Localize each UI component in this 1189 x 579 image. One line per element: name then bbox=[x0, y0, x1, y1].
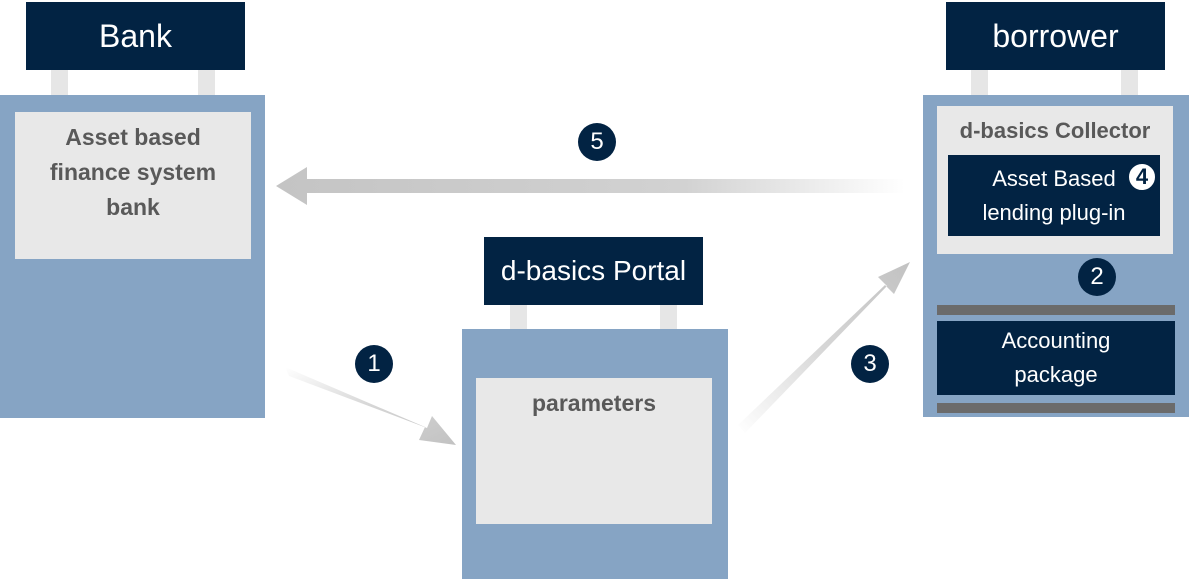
accounting-label: Accounting package bbox=[1001, 328, 1111, 387]
portal-connector-left bbox=[510, 305, 527, 330]
portal-title-box: d-basics Portal bbox=[484, 237, 703, 305]
bank-title: Bank bbox=[99, 17, 172, 54]
bank-system-label: Asset based finance system bank bbox=[49, 124, 217, 220]
step-3-badge: 3 bbox=[851, 345, 889, 383]
step-2-badge: 2 bbox=[1078, 258, 1116, 296]
plugin-label: Asset Based lending plug-in bbox=[982, 165, 1126, 225]
parameters-box: parameters bbox=[476, 378, 712, 524]
plugin-box: Asset Based lending plug-in bbox=[948, 155, 1160, 236]
step-4-number: 4 bbox=[1135, 164, 1149, 189]
parameters-label: parameters bbox=[531, 390, 657, 416]
portal-title: d-basics Portal bbox=[500, 255, 687, 286]
accounting-box: Accounting package bbox=[937, 321, 1175, 395]
borrower-title: borrower bbox=[992, 17, 1119, 54]
bank-system-box: Asset based finance system bank bbox=[15, 112, 251, 259]
borrower-connector-right bbox=[1121, 70, 1138, 95]
bank-title-box: Bank bbox=[26, 2, 245, 70]
step-5-badge: 5 bbox=[578, 123, 616, 161]
step-4-badge: 4 bbox=[1126, 161, 1158, 193]
arrow-step-1 bbox=[285, 367, 456, 445]
bank-connector-right bbox=[198, 70, 215, 95]
borrower-connector-left bbox=[971, 70, 988, 95]
accounting-bar-bottom bbox=[937, 403, 1175, 413]
arrow-step-3 bbox=[738, 262, 910, 433]
arrow-step-5 bbox=[276, 167, 905, 205]
step-5-number: 5 bbox=[590, 128, 604, 155]
step-2-number: 2 bbox=[1090, 263, 1104, 290]
portal-connector-right bbox=[660, 305, 677, 330]
borrower-title-box: borrower bbox=[946, 2, 1165, 70]
step-1-number: 1 bbox=[367, 350, 381, 377]
collector-label: d-basics Collector bbox=[959, 118, 1151, 143]
step-3-number: 3 bbox=[863, 350, 877, 377]
bank-connector-left bbox=[51, 70, 68, 95]
step-1-badge: 1 bbox=[355, 345, 393, 383]
accounting-bar-top bbox=[937, 305, 1175, 315]
